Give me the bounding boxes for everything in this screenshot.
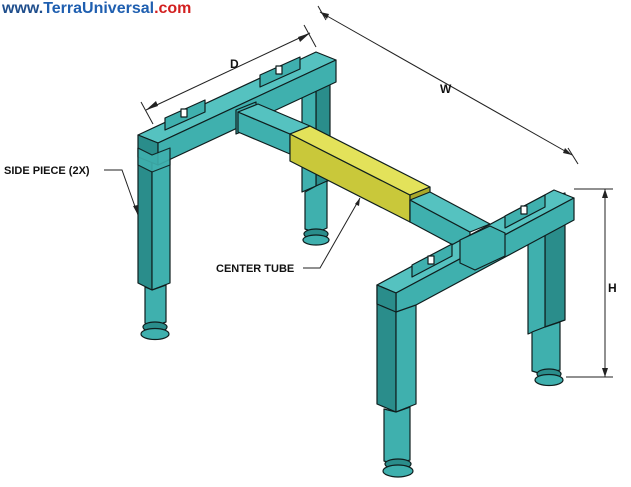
depth-label: D <box>230 57 239 71</box>
depth-dimension-line <box>145 32 311 111</box>
terra-universal-logo: www.TerraUniversal.com <box>1 0 191 17</box>
back-side-piece <box>137 51 337 341</box>
height-arrow-bottom <box>602 368 608 377</box>
side-piece-leader <box>104 169 139 216</box>
front-socket <box>459 225 506 271</box>
svg-text:www.TerraUniversal.com: www.TerraUniversal.com <box>1 0 191 17</box>
depth-extension-right <box>303 24 317 48</box>
side-piece-label: SIDE PIECE (2X) <box>4 165 90 177</box>
logo-name: TerraUniversal <box>43 0 154 17</box>
front-right-foot-pad <box>534 373 564 387</box>
back-right-leg-extension <box>304 180 328 234</box>
center-tube-assembly <box>235 101 491 255</box>
front-right-leg-extension <box>531 321 561 376</box>
leader-lines <box>104 169 361 269</box>
depth-arrow-right <box>298 33 310 42</box>
dimension-lines <box>140 5 613 378</box>
front-left-leg-extension <box>383 406 411 466</box>
front-tab-2-label <box>520 205 528 215</box>
back-right-foot-pad <box>302 234 330 246</box>
front-side-piece <box>376 189 575 478</box>
center-tube-leader <box>303 197 361 269</box>
width-arrow-right <box>563 148 572 155</box>
back-tab-1-label <box>180 108 188 118</box>
side-piece-leader-arrow <box>133 205 138 215</box>
depth-arrow-left <box>146 101 158 110</box>
center-tube-label: CENTER TUBE <box>216 263 294 275</box>
height-arrow-top <box>602 189 608 198</box>
width-arrow-left <box>320 12 329 19</box>
width-label: W <box>440 82 452 96</box>
dimension-arrowheads <box>146 12 608 377</box>
back-left-corner <box>137 147 171 173</box>
back-tab-2-label <box>275 65 283 75</box>
logo-tld: .com <box>154 0 191 17</box>
height-label: H <box>608 281 617 295</box>
depth-extension-left <box>140 101 154 125</box>
front-beam-end <box>376 284 397 313</box>
logo-prefix: www. <box>1 0 43 17</box>
back-left-foot-pad <box>140 327 170 341</box>
front-tab-1-label <box>427 255 435 265</box>
width-extension-right <box>567 147 579 165</box>
front-left-foot-pad <box>382 464 414 478</box>
back-left-leg-extension <box>144 284 167 328</box>
center-tube-leader-arrow <box>355 198 360 206</box>
width-dimension-line <box>319 11 573 156</box>
